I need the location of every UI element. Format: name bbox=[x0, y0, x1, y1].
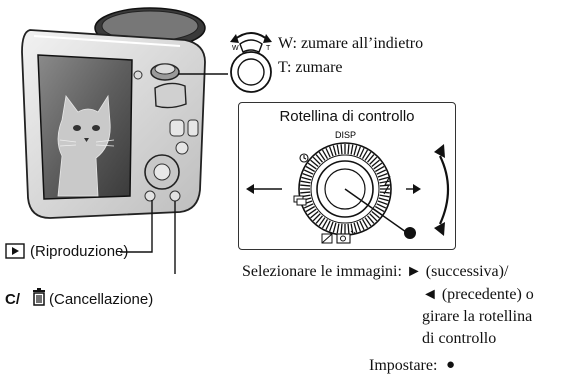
wheel-knurl-tick bbox=[371, 210, 380, 219]
wheel-knurl-tick bbox=[378, 197, 389, 202]
set-label: Impostare: bbox=[369, 357, 438, 374]
photo-creativity-icon bbox=[336, 230, 356, 244]
wheel-knurl-tick bbox=[350, 223, 354, 234]
wheel-knurl-tick bbox=[303, 203, 314, 209]
wheel-knurl-tick bbox=[340, 144, 343, 155]
wheel-knurl-tick bbox=[376, 169, 387, 175]
flash-icon bbox=[383, 175, 391, 195]
wheel-knurl-tick bbox=[305, 205, 316, 213]
wheel-knurl-tick bbox=[356, 146, 362, 157]
wheel-knurl-tick bbox=[310, 210, 319, 219]
center-button-dot bbox=[404, 227, 416, 239]
playback-label: (Riproduzione) bbox=[30, 243, 129, 260]
zoom-tele-label: T: zumare bbox=[278, 59, 343, 76]
wheel-knurl-tick bbox=[371, 159, 380, 168]
left-arrow-icon bbox=[246, 184, 254, 194]
wheel-knurl-tick bbox=[321, 218, 329, 229]
wheel-knurl-tick bbox=[361, 149, 369, 160]
select-images-text: Selezionare le immagini: ► (successiva)/ bbox=[242, 263, 509, 280]
wheel-knurl-tick bbox=[315, 154, 324, 163]
wheel-knurl-tick bbox=[353, 145, 358, 156]
select-previous-text: ◄ (precedente) o bbox=[422, 286, 534, 303]
wheel-knurl-tick bbox=[336, 223, 340, 234]
wheel-knurl-tick bbox=[373, 162, 383, 170]
wheel-knurl-tick bbox=[347, 223, 350, 234]
wheel-knurl-tick bbox=[361, 218, 369, 229]
wheel-knurl-tick bbox=[303, 169, 314, 175]
wheel-knurl-tick bbox=[332, 145, 337, 156]
exposure-icon bbox=[321, 233, 333, 244]
wheel-knurl-tick bbox=[374, 205, 385, 213]
wheel-knurl-tick bbox=[310, 159, 319, 168]
wheel-knurl-tick bbox=[359, 220, 365, 231]
wheel-knurl-tick bbox=[378, 176, 389, 181]
wheel-knurl-tick bbox=[328, 221, 334, 232]
wheel-knurl-tick bbox=[302, 172, 313, 178]
wheel-knurl-tick bbox=[379, 194, 390, 198]
wheel-knurl-tick bbox=[315, 215, 324, 224]
wheel-knurl-tick bbox=[366, 154, 375, 163]
control-wheel-diagram: DISP bbox=[246, 130, 450, 244]
wheel-knurl-tick bbox=[336, 144, 340, 155]
wheel-knurl-tick bbox=[325, 220, 331, 231]
wheel-knurl-tick bbox=[340, 223, 343, 234]
wheel-knurl-tick bbox=[318, 151, 326, 161]
wheel-knurl-tick bbox=[328, 146, 334, 157]
wheel-knurl-tick bbox=[364, 151, 372, 161]
wheel-knurl-tick bbox=[347, 144, 350, 155]
self-timer-icon bbox=[299, 153, 309, 163]
wheel-knurl-tick bbox=[318, 217, 326, 227]
wheel-knurl-tick bbox=[305, 165, 316, 173]
wheel-knurl-tick bbox=[312, 156, 321, 165]
wheel-knurl-tick bbox=[321, 149, 329, 160]
wheel-knurl-tick bbox=[307, 208, 317, 216]
wheel-knurl-tick bbox=[356, 221, 362, 232]
disp-label: DISP bbox=[335, 130, 356, 140]
wheel-knurl-tick bbox=[374, 165, 385, 173]
wheel-knurl-tick bbox=[366, 215, 375, 224]
wheel-knurl-tick bbox=[307, 162, 317, 170]
delete-label: (Cancellazione) bbox=[49, 291, 154, 308]
zoom-lever-icon: W T bbox=[230, 32, 272, 93]
drive-mode-icon bbox=[293, 195, 307, 206]
right-arrow-icon bbox=[413, 184, 421, 194]
lever-t-text: T bbox=[266, 45, 271, 52]
camera-illustration bbox=[21, 7, 228, 274]
wheel-knurl-tick bbox=[359, 147, 365, 158]
wheel-knurl-tick bbox=[300, 184, 311, 187]
control-wheel-text: di controllo bbox=[422, 330, 497, 347]
control-wheel-title: Rotellina di controllo bbox=[279, 108, 415, 125]
wheel-knurl-tick bbox=[301, 176, 312, 181]
rotate-wheel-text: girare la rotellina bbox=[422, 308, 533, 325]
wheel-knurl-tick bbox=[379, 180, 390, 184]
wheel-knurl-tick bbox=[353, 222, 358, 233]
wheel-knurl-tick bbox=[364, 217, 372, 227]
lever-w-text: W bbox=[232, 45, 239, 52]
trash-icon bbox=[33, 288, 45, 306]
playback-icon bbox=[5, 243, 25, 259]
wheel-knurl-tick bbox=[300, 180, 311, 184]
set-dot-icon: ● bbox=[446, 357, 456, 373]
wheel-knurl-tick bbox=[332, 222, 337, 233]
wheel-knurl-tick bbox=[376, 203, 387, 209]
wheel-knurl-tick bbox=[300, 191, 311, 194]
wheel-knurl-tick bbox=[377, 200, 388, 206]
wheel-knurl-tick bbox=[369, 156, 378, 165]
wheel-knurl-tick bbox=[369, 213, 378, 222]
delete-prefix: C/ bbox=[5, 291, 20, 308]
wheel-knurl-tick bbox=[312, 213, 321, 222]
zoom-wide-label: W: zumare all’indietro bbox=[278, 35, 424, 52]
wheel-knurl-tick bbox=[325, 147, 331, 158]
wheel-knurl-tick bbox=[350, 144, 354, 155]
wheel-knurl-tick bbox=[377, 172, 388, 178]
